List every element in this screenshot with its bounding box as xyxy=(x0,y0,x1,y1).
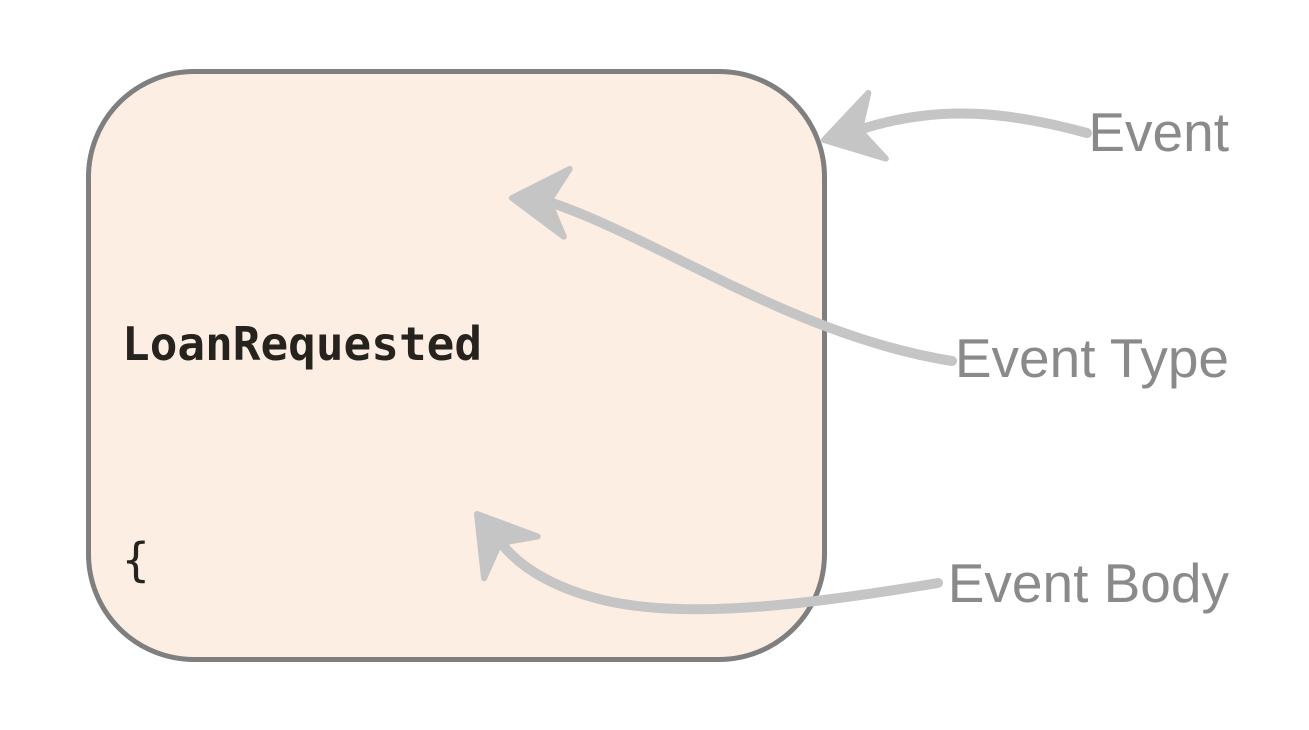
arrow-event-line xyxy=(857,108,1092,138)
event-code-block: LoanRequested { id: 123, amount: 100, bo… xyxy=(122,164,759,730)
label-event: Event xyxy=(1088,101,1229,163)
event-body-open-brace: { xyxy=(122,533,150,587)
event-type-name: LoanRequested xyxy=(122,317,483,371)
label-event-type: Event Type xyxy=(954,327,1229,389)
label-event-body: Event Body xyxy=(947,552,1229,614)
